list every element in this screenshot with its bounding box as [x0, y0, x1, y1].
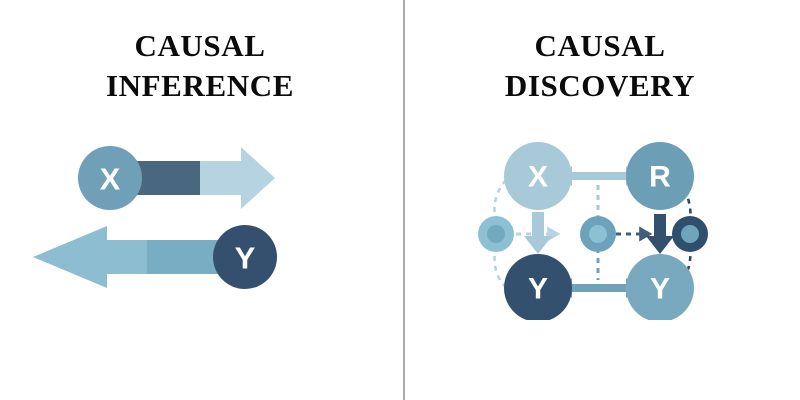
- node-x: X: [78, 146, 142, 210]
- arrow-y-to-x: [33, 226, 242, 288]
- edge-y-y-bidirectional: [560, 278, 638, 298]
- node-y-bottom-right-label: Y: [650, 273, 670, 306]
- node-y-bottom-left-circle: [504, 254, 572, 320]
- edge-r-to-y-down: [646, 214, 674, 254]
- panel-causal-discovery: CAUSAL DISCOVERY: [400, 0, 800, 400]
- node-y-circle: [213, 225, 277, 289]
- panel-divider: [403, 0, 405, 400]
- node-y-bottom-right: Y: [626, 254, 694, 320]
- edge-x-r-bidirectional: [560, 166, 638, 186]
- page-title-causal-inference: CAUSAL INFERENCE: [106, 28, 294, 103]
- node-y-bottom-right-circle: [626, 254, 694, 320]
- node-x-top-left-label: X: [528, 161, 548, 194]
- latent-node-center-core: [589, 225, 607, 243]
- panel-causal-inference: CAUSAL INFERENCE X: [0, 28, 400, 320]
- node-r-top-right-circle: [626, 142, 694, 210]
- latent-node-right-core: [681, 225, 699, 243]
- node-x-top-left: X: [504, 142, 572, 210]
- node-x-top-left-circle: [504, 142, 572, 210]
- arrow-y-to-x-segment-light: [33, 226, 147, 288]
- node-x-label: X: [100, 162, 121, 197]
- node-r-top-right: R: [626, 142, 694, 210]
- latent-node-center: [580, 216, 616, 252]
- node-y: Y: [213, 225, 277, 289]
- node-y-label: Y: [235, 241, 256, 276]
- latent-node-right: [672, 216, 708, 252]
- causal-discovery-diagram: X R Y Y: [400, 130, 800, 320]
- causal-inference-diagram: X Y: [0, 130, 400, 320]
- node-y-bottom-left: Y: [504, 254, 572, 320]
- arrow-x-to-y-segment-light: [200, 147, 275, 209]
- page-title-causal-discovery: CAUSAL DISCOVERY: [504, 28, 696, 103]
- latent-node-left-core: [487, 225, 505, 243]
- node-x-circle: [78, 146, 142, 210]
- edge-x-to-y-down: [524, 212, 552, 254]
- node-r-top-right-label: R: [649, 161, 671, 194]
- latent-node-left: [478, 216, 514, 252]
- node-y-bottom-left-label: Y: [528, 273, 548, 306]
